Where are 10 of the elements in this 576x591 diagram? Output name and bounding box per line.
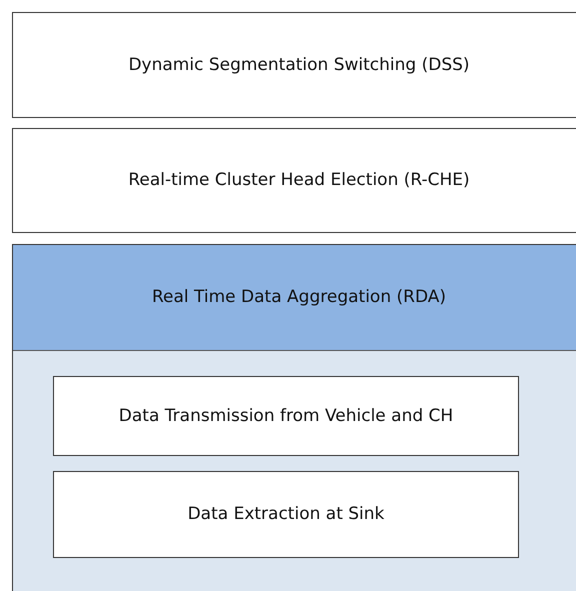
heading-text: Real Time Data Aggregation (RDA) — [150, 286, 447, 309]
process-box — [12, 128, 576, 233]
process-box — [53, 376, 519, 456]
process-box — [53, 471, 519, 558]
box-text: Real-time Cluster Head Election (R-CHE) — [127, 169, 471, 192]
box-text: Data Extraction at Sink — [186, 503, 386, 526]
process-box — [12, 12, 576, 118]
box-text: Data Transmission from Vehicle and CH — [118, 404, 454, 428]
box-text: Dynamic Segmentation Switching (DSS) — [127, 54, 471, 76]
container-box — [12, 244, 576, 591]
